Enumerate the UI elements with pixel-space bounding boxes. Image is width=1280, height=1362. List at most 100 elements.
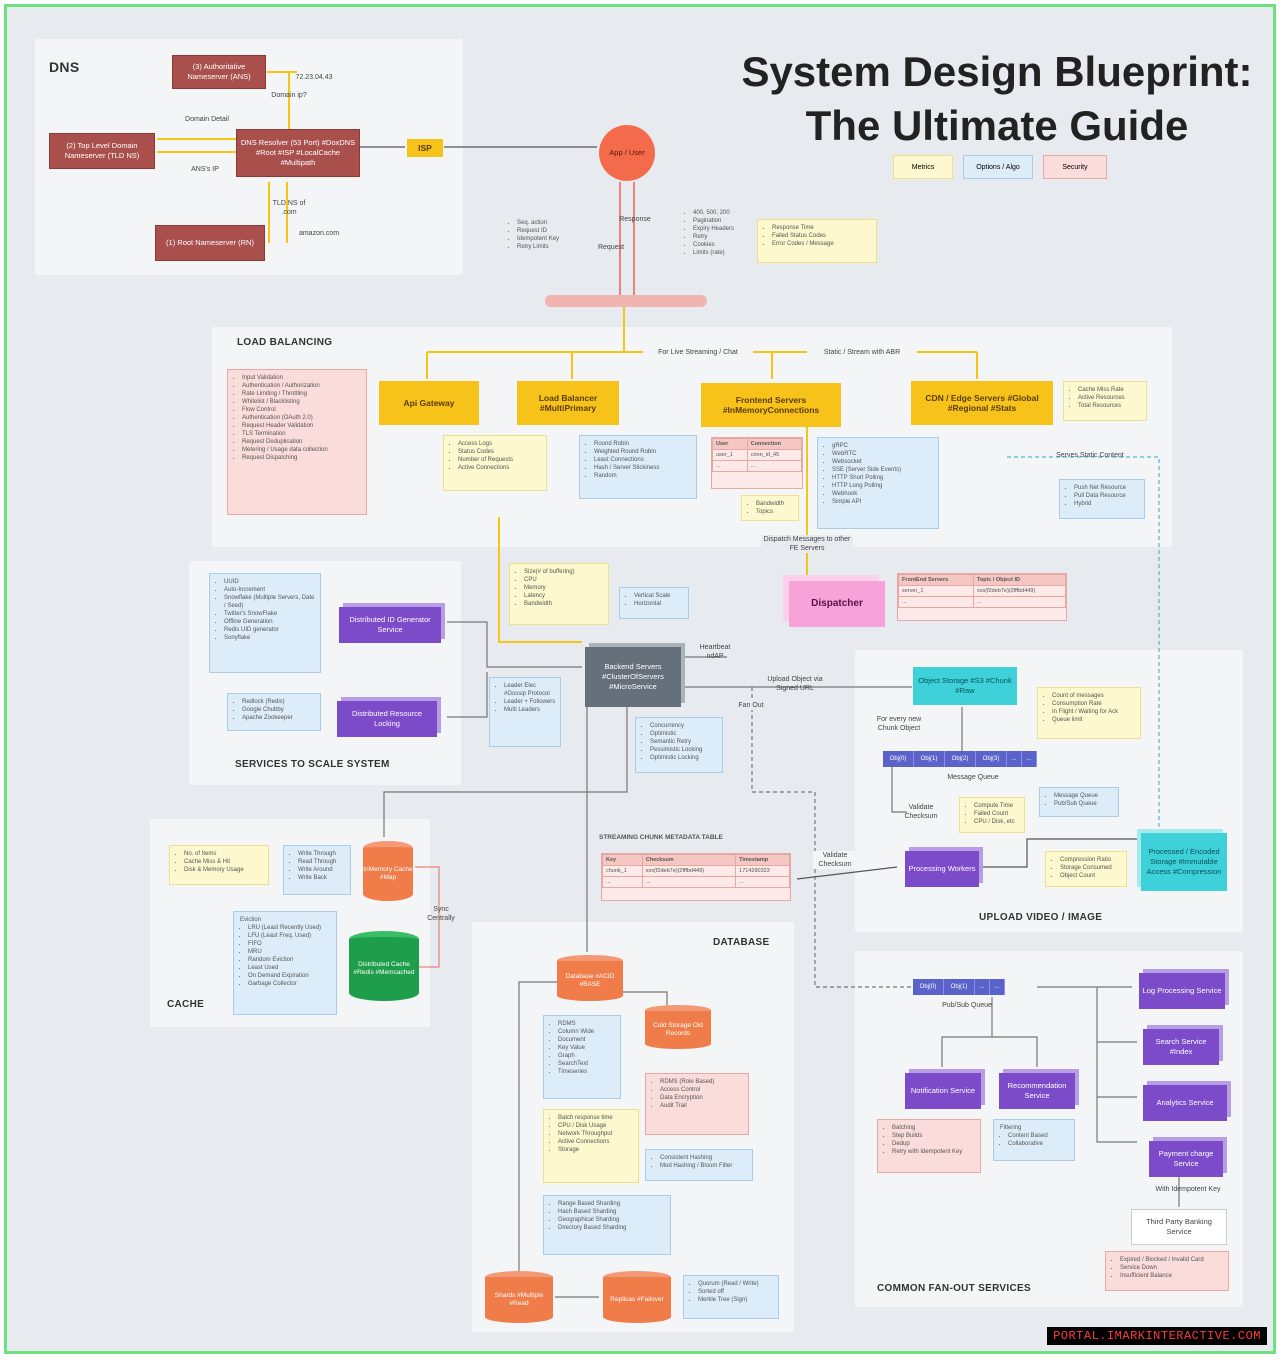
recommendation-service[interactable]: Recommendation Service — [999, 1073, 1075, 1109]
section-cache: CACHE — [167, 999, 205, 1010]
section-dns: DNS — [49, 59, 80, 75]
hashing-options: Consistent HashingMod Hashing / Bloom Fi… — [645, 1149, 753, 1181]
chunk-label: For every new Chunk Object — [876, 716, 922, 732]
leader-options: Leader Elec #Gossip ProtocolLeader + Fol… — [489, 677, 561, 747]
database-types: RDMSColumn WideDocumentKey ValueGraphSea… — [543, 1015, 621, 1099]
notification-service[interactable]: Notification Service — [905, 1073, 981, 1109]
request-notes: Seq. actionRequest IDIdempotent KeyRetry… — [503, 215, 567, 263]
title-line-1: System Design Blueprint: — [741, 48, 1253, 95]
app-user-node[interactable]: App / User — [599, 125, 655, 181]
pubsub-queue: Obj(0)Obj(1)...... — [913, 979, 1005, 995]
notification-notes: BatchingStep BuildsDedupRetry with Idemp… — [877, 1119, 981, 1173]
section-database: DATABASE — [713, 937, 770, 948]
recommendation-notes: Filtering Content BasedCollaborative — [993, 1119, 1075, 1161]
object-storage[interactable]: Object Storage #S3 #Chunk #Raw — [913, 667, 1017, 705]
processing-workers[interactable]: Processing Workers — [905, 851, 979, 887]
request-label: Request — [597, 244, 625, 251]
idempotent-label: With Idempotent Key — [1155, 1186, 1221, 1193]
frontend-servers[interactable]: Frontend Servers #InMemoryConnections — [701, 383, 841, 427]
concurrency-options: ConcurrencyOptimisticSemantic RetryPessi… — [635, 717, 723, 773]
dispatcher-node[interactable]: Dispatcher — [789, 581, 885, 627]
dispatch-label: Dispatch Messages to other FE Servers — [761, 535, 853, 553]
third-party-banking[interactable]: Third Party Banking Service — [1131, 1209, 1227, 1245]
diagram-canvas: System Design Blueprint: The Ultimate Gu… — [4, 4, 1276, 1354]
queue-types: Message QueuePub/Sub Queue — [1039, 787, 1119, 817]
resource-locking-service[interactable]: Distributed Resource Locking — [337, 701, 437, 737]
backend-metrics: Size(# of buffering)CPUMemoryLatencyBand… — [509, 563, 609, 625]
replicas-database[interactable]: Replicas #Failover — [603, 1271, 671, 1323]
cdn-modes: Push Net ResourcePull Data ResourceHybri… — [1059, 479, 1145, 519]
streaming-table-caption: STREAMING CHUNK METADATA TABLE — [599, 834, 723, 841]
amazon-label: amazon.com — [298, 230, 340, 237]
queue-metrics: Count of messagesConsumption RateIn Flig… — [1037, 687, 1141, 739]
fan-out-label: Fan Out — [733, 701, 769, 710]
log-processing-service[interactable]: Log Processing Service — [1139, 973, 1225, 1009]
section-load-balancing: LOAD BALANCING — [237, 337, 333, 348]
watermark: PORTAL.IMARKINTERACTIVE.COM — [1047, 1327, 1267, 1345]
in-memory-cache[interactable]: InMemory Cache #Map — [363, 841, 413, 901]
authoritative-nameserver[interactable]: (3) Authoritative Nameserver (ANS) — [172, 55, 266, 89]
ans-ip-label: ANS's IP — [191, 166, 219, 173]
api-gateway[interactable]: Api Gateway — [379, 381, 479, 425]
payment-service[interactable]: Payment charge Service — [1149, 1141, 1223, 1177]
lb-algorithms: Round RobinWeighted Round RobinLeast Con… — [579, 435, 697, 499]
request-bar — [545, 295, 707, 307]
queue-slot: Obj(3) — [976, 751, 1007, 767]
replica-notes: Quorum (Read / Write)Sorted offMerkle Tr… — [683, 1275, 779, 1319]
cache-metrics: No. of ItemsCache Miss & HitDisk & Memor… — [169, 845, 269, 885]
dns-resolver[interactable]: DNS Resolver (53 Port) #DoxDNS #Root #IS… — [236, 129, 360, 177]
protocol-options: gRPCWebRTCWebsocketSSE (Server Side Even… — [817, 437, 939, 529]
connector-lines — [157, 71, 1180, 1298]
response-notes: 400, 500, 200PaginationExpiry HeadersRet… — [679, 205, 749, 269]
backend-servers[interactable]: Backend Servers #ClusterOfServers #Micro… — [585, 647, 681, 707]
load-balancer[interactable]: Load Balancer #MultiPrimary — [517, 381, 619, 425]
section-scale: SERVICES TO SCALE SYSTEM — [235, 759, 390, 770]
processed-storage[interactable]: Processed / Encoded Storage #Immutable A… — [1141, 833, 1227, 891]
id-generator-options: UUIDAuto-IncrementSnowflake (Multiple Se… — [209, 573, 321, 673]
queue-slot: ... — [1022, 751, 1037, 767]
processing-metrics: Compression RatioStorage ConsumedObject … — [1045, 851, 1127, 887]
title-line-2: The Ultimate Guide — [805, 102, 1189, 149]
queue-slot: Obj(1) — [944, 979, 975, 995]
primary-database[interactable]: Database #ACID #BASE — [557, 955, 623, 1001]
analytics-service[interactable]: Analytics Service — [1143, 1085, 1227, 1121]
section-fanout: COMMON FAN-OUT SERVICES — [877, 1283, 1031, 1294]
shards-database[interactable]: Shards #Multiple #Read — [485, 1271, 553, 1323]
isp-box[interactable]: ISP — [407, 139, 443, 157]
scaling-options: Vertical ScaleHorizontal — [619, 587, 689, 619]
search-service[interactable]: Search Service #Index — [1143, 1029, 1219, 1065]
message-queue: Obj(0)Obj(1)Obj(2)Obj(3)...... — [883, 751, 1037, 767]
locking-options: Redlock (Redis)Google ChubbyApache Zooke… — [227, 693, 321, 731]
sync-label: Sync Centrally — [427, 906, 455, 922]
distributed-cache[interactable]: Distributed Cache #Redis #Memcached — [349, 931, 419, 1001]
heartbeat-label: Heartbeat ndAP — [699, 644, 731, 660]
page-title: System Design Blueprint: The Ultimate Gu… — [737, 45, 1257, 153]
cold-storage[interactable]: Cold Storage Old Records — [645, 1005, 711, 1049]
worker-metrics: Compute TimeFailed CountCPU / Disk, etc — [959, 797, 1025, 833]
tld-nameserver[interactable]: (2) Top Level Domain Nameserver (TLD NS) — [49, 133, 155, 169]
cdn-metrics: Cache Miss RateActive ResourcesTotal Res… — [1063, 381, 1147, 421]
upload-via-label: Upload Object via Signed URL — [767, 676, 823, 692]
queue-slot: Obj(0) — [883, 751, 914, 767]
legend-security: Security — [1043, 155, 1107, 179]
queue-slot: ... — [975, 979, 990, 995]
route-static-label: Static / Stream with ABR — [807, 348, 917, 357]
cdn-edge-servers[interactable]: CDN / Edge Servers #Global #Regional #St… — [911, 381, 1053, 425]
domain-detail-label: Domain Detail — [185, 116, 229, 123]
legend-metrics: Metrics — [893, 155, 953, 179]
queue-slot: Obj(0) — [913, 979, 944, 995]
response-label: Response — [619, 216, 651, 223]
root-nameserver[interactable]: (1) Root Nameserver (RN) — [155, 225, 265, 261]
id-generator-service[interactable]: Distributed ID Generator Service — [339, 607, 441, 643]
queue-slot: ... — [1007, 751, 1022, 767]
database-security: RDMS (Role Based)Access ControlData Encr… — [645, 1073, 749, 1135]
response-metrics: Response TimeFailed Status CodesError Co… — [757, 219, 877, 263]
serves-static-label: Serves Static Content — [1056, 452, 1124, 459]
cache-policies: Write ThroughRead ThroughWrite AroundWri… — [283, 845, 351, 895]
eviction-policies: Eviction LRU (Least Recently Used)LFU (L… — [233, 911, 337, 1015]
section-upload: UPLOAD VIDEO / IMAGE — [979, 912, 1103, 923]
payment-notes: Expired / Blocked / Invalid CardService … — [1105, 1251, 1229, 1291]
tld-ns-label: TLD NS of .com — [272, 200, 306, 216]
